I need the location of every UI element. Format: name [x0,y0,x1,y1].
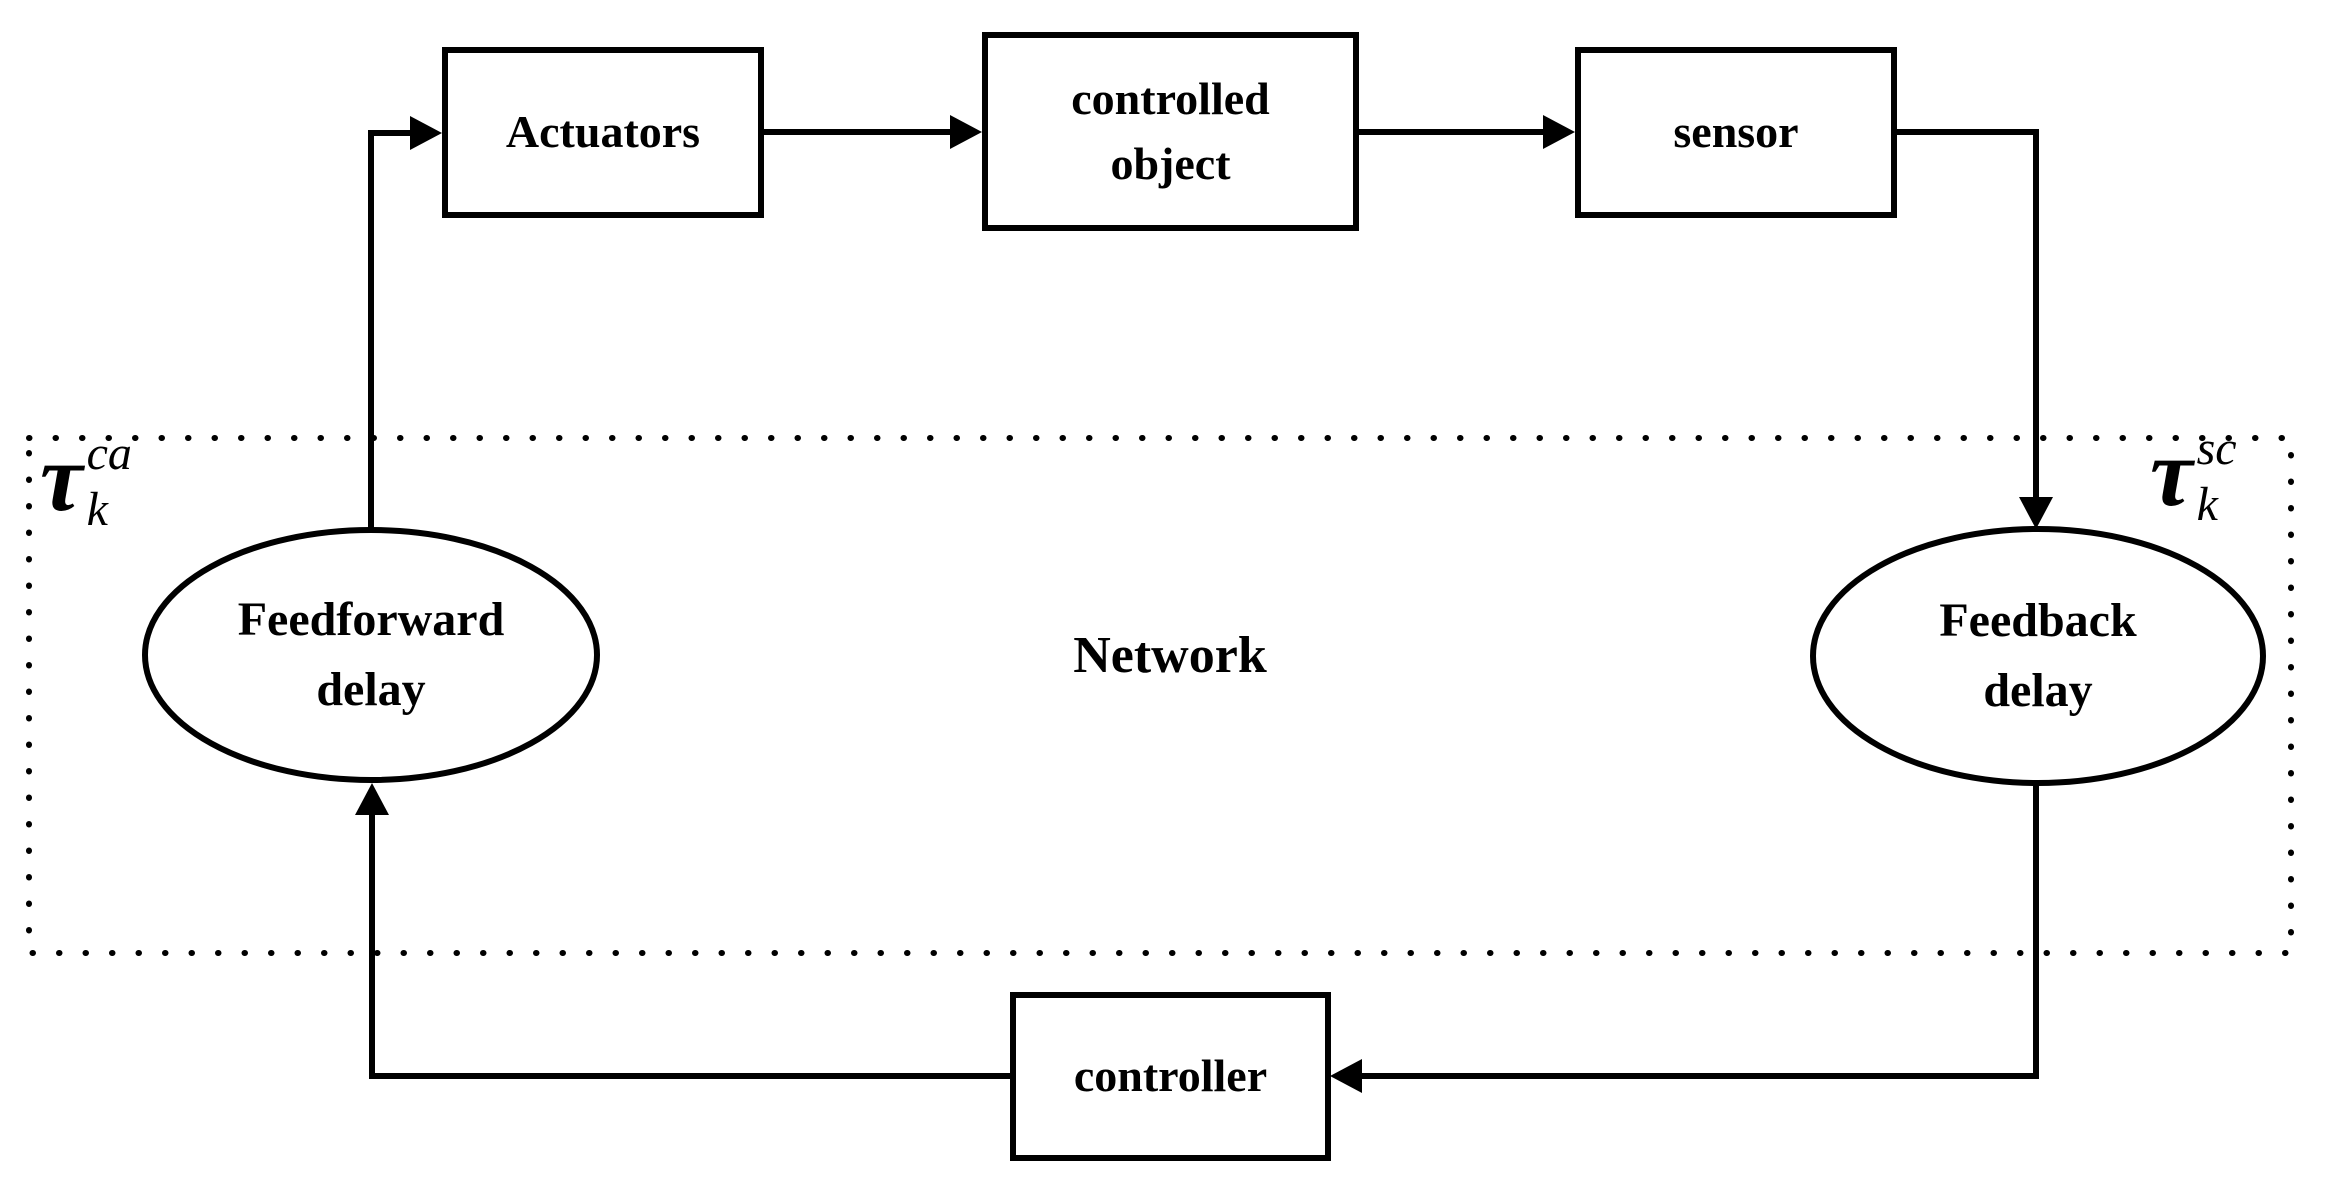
controlled-object-box: controlled object [982,32,1359,231]
feedback-delay-label: Feedback delay [1939,594,2137,717]
arrow-shaft [368,130,412,530]
feedforward-delay-label: Feedforward delay [237,593,505,716]
controller-box: controller [1010,992,1331,1161]
arrow-actuators-to-controlled-object [763,115,982,149]
arrowhead [355,783,389,815]
actuators-box: Actuators [442,47,764,218]
arrow-controller-to-feedforward [355,783,1010,1079]
tau-ca-delay-label: τ ca k [40,424,132,536]
arrowhead [950,115,982,149]
arrow-shaft [1360,783,2039,1079]
tau-symbol: τ [2150,419,2193,526]
arrow-controlled-object-to-sensor [1358,115,1575,149]
arrow-feedforward-to-actuators [368,116,442,530]
sensor-box: sensor [1575,47,1897,218]
arrow-shaft [1897,129,2039,499]
tau-symbol: τ [40,424,83,531]
arrow-shaft [369,815,1010,1079]
arrowhead [410,116,442,150]
tau-scripts: ca k [86,427,132,536]
arrowhead [1543,115,1575,149]
tau-subscript: k [86,483,108,536]
tau-sc-delay-label: τ sc k [2150,419,2237,531]
tau-scripts: sc k [2196,422,2237,531]
network-boundary-dotted-rect [26,435,2294,956]
tau-superscript: ca [86,427,132,480]
arrow-sensor-to-feedback [1897,129,2053,529]
network-label: Network [1073,626,1267,684]
arrowhead [2019,497,2053,529]
tau-subscript: k [2196,478,2218,531]
arrowhead [1330,1059,1362,1093]
arrow-feedback-to-controller [1330,783,2039,1093]
tau-superscript: sc [2196,422,2237,475]
